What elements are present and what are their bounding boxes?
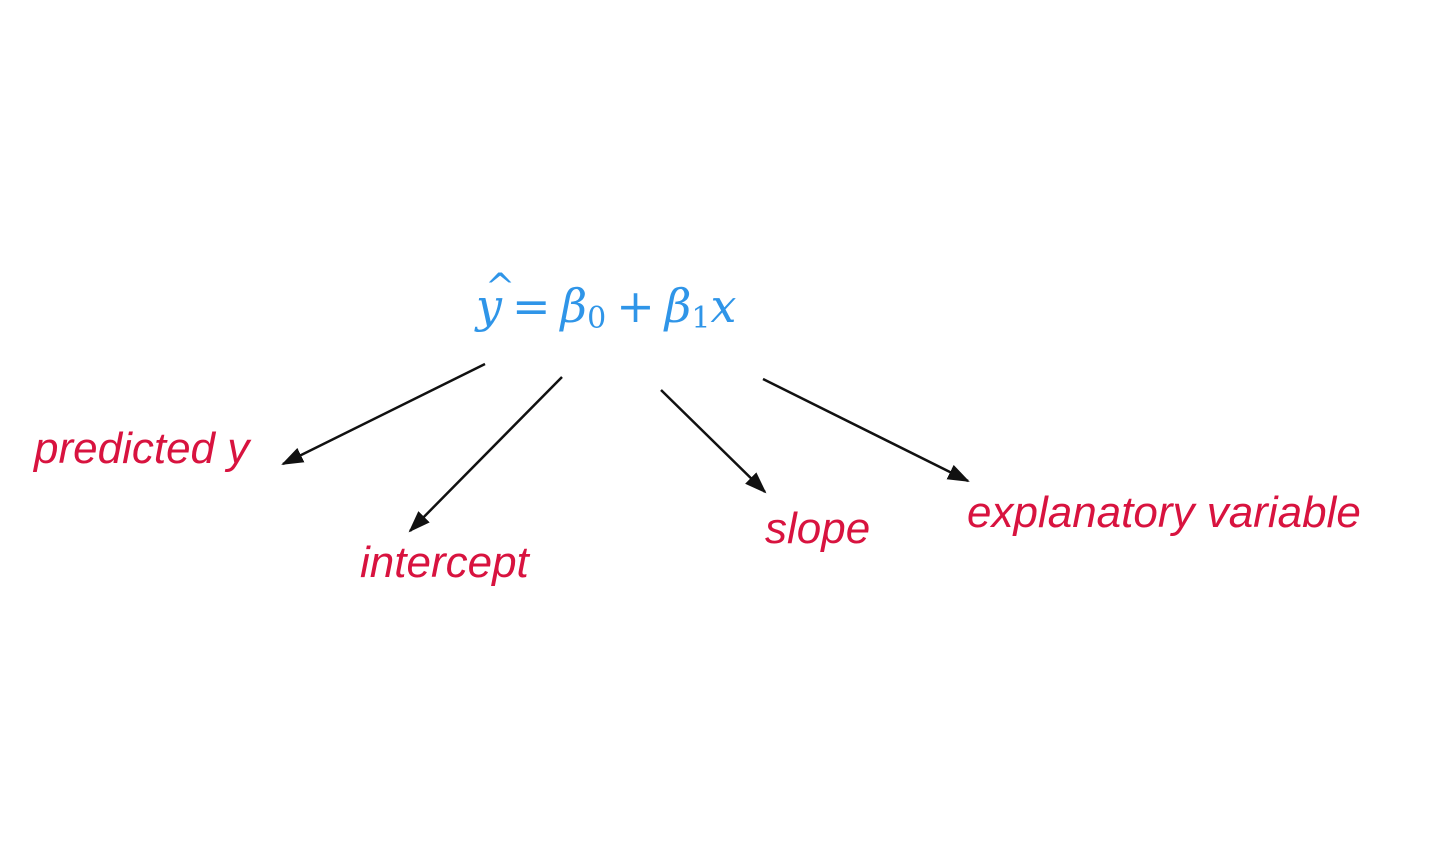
hat-mark: ^ (485, 267, 516, 308)
arrow-to-predicted-y (281, 362, 486, 466)
beta0-symbol: β (560, 279, 588, 333)
label-predicted-y: predicted y (34, 424, 250, 473)
y-hat-variable: y (476, 279, 502, 333)
regression-equation: ^y=β0+β1x (476, 267, 737, 336)
x-variable: x (710, 279, 737, 333)
arrow-to-explanatory-variable (762, 377, 970, 483)
arrow-to-slope (660, 389, 767, 494)
arrow-to-intercept (408, 376, 563, 533)
label-slope: slope (765, 504, 871, 553)
beta1-symbol: β (664, 279, 692, 333)
label-explanatory-variable: explanatory variable (967, 488, 1361, 537)
label-intercept: intercept (360, 538, 529, 587)
plus-sign: + (616, 279, 655, 333)
beta1-subscript: 1 (691, 301, 711, 336)
y-hat-term: ^y (476, 267, 515, 336)
equals-sign: = (512, 279, 551, 333)
beta0-subscript: 0 (587, 301, 607, 336)
